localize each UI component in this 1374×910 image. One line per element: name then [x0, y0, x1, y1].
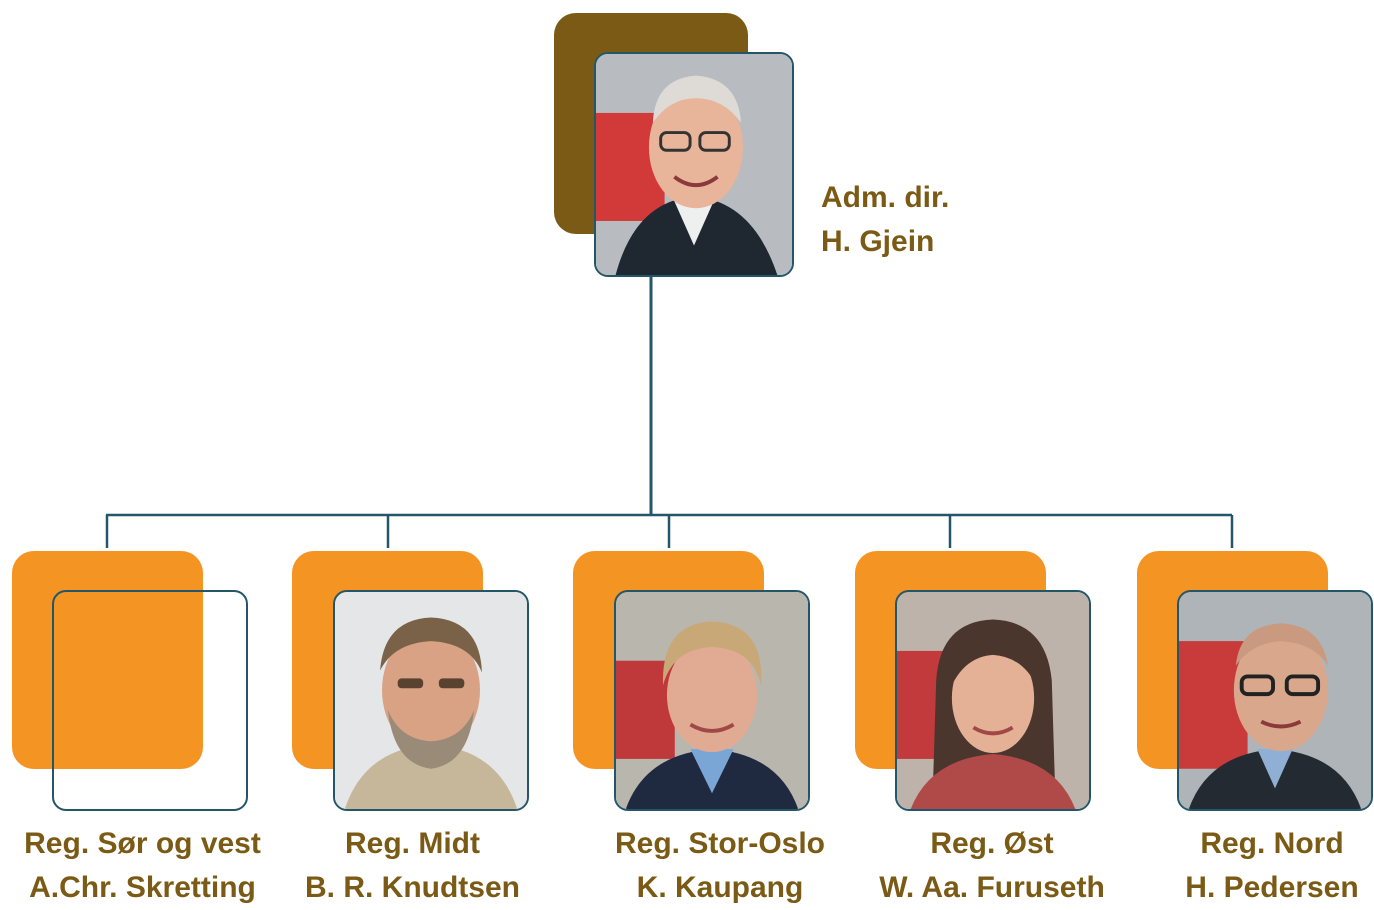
region-1-name: A.Chr. Skretting	[29, 871, 256, 904]
region-4-photo	[895, 590, 1091, 811]
region-4-title: Reg. Øst	[930, 827, 1054, 860]
top-node-label: Adm. dir. H. Gjein	[821, 176, 949, 264]
region-2-name: B. R. Knudtsen	[305, 871, 520, 904]
region-1-photo-frame	[52, 590, 248, 811]
region-1-title: Reg. Sør og vest	[24, 827, 261, 860]
region-2-photo	[333, 590, 529, 811]
region-3-label: Reg. Stor-Oslo K. Kaupang	[600, 822, 840, 910]
region-3-name: K. Kaupang	[636, 871, 804, 904]
top-node-name: H. Gjein	[821, 225, 935, 258]
region-5-name: H. Pedersen	[1185, 871, 1359, 904]
region-4-label: Reg. Øst W. Aa. Furuseth	[865, 822, 1119, 910]
region-3-photo	[614, 590, 810, 811]
region-2-title: Reg. Midt	[345, 827, 480, 860]
region-2-label: Reg. Midt B. R. Knudtsen	[296, 822, 529, 910]
region-3-title: Reg. Stor-Oslo	[614, 827, 825, 860]
region-5-photo	[1177, 590, 1373, 811]
region-5-title: Reg. Nord	[1200, 827, 1344, 860]
region-1-backdrop	[12, 551, 203, 769]
top-node-photo	[594, 52, 794, 277]
region-4-name: W. Aa. Furuseth	[879, 871, 1105, 904]
top-node-title: Adm. dir.	[821, 181, 950, 214]
region-5-label: Reg. Nord H. Pedersen	[1170, 822, 1374, 910]
region-1-label: Reg. Sør og vest A.Chr. Skretting	[10, 822, 275, 910]
